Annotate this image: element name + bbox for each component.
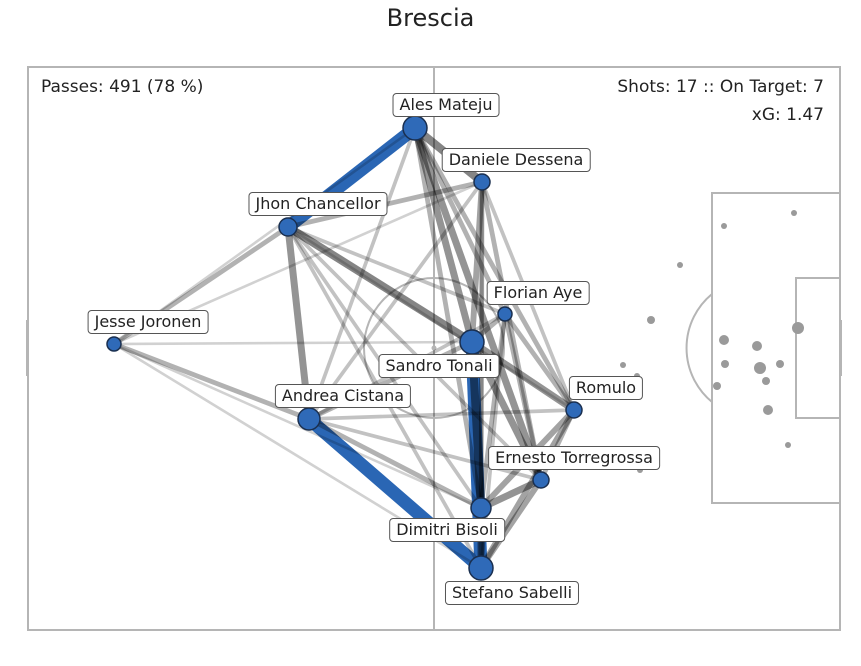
player-node [106,336,122,352]
shot-marker [785,442,791,448]
player-label: Jesse Joronen [87,310,209,334]
player-label: Daniele Dessena [441,148,591,172]
pass-edge [412,127,484,509]
shot-marker [763,405,773,415]
shot-marker [620,362,626,368]
player-label: Andrea Cistana [274,384,412,408]
pass-edge [478,313,508,509]
player-label: Dimitri Bisoli [389,518,505,542]
player-label: Jhon Chancellor [248,192,388,216]
pass-edge [113,126,416,346]
pass-edge [287,225,506,316]
pass-edge [113,342,482,510]
passes-stat: Passes: 491 (78 %) [41,77,204,97]
shot-marker [721,360,729,368]
shot-marker [647,316,655,324]
shot-marker [677,262,683,268]
player-node [470,497,492,519]
player-label: Ales Mateju [392,93,500,117]
shot-marker [791,210,797,216]
xg-stat: xG: 1.47 [751,105,824,125]
penalty-arc [685,293,713,403]
pass-edge [469,181,485,343]
pass-edge [287,225,575,412]
player-node [473,173,491,191]
pass-edge [307,180,484,421]
pass-edge [286,225,543,482]
shot-marker [776,360,784,368]
player-label: Romulo [568,376,644,400]
pass-edge [411,126,545,482]
pass-edge [412,126,577,412]
centre-circle [363,277,505,419]
pass-edge [304,414,486,573]
shot-marker [754,362,766,374]
player-node [468,555,494,581]
shot-marker [752,341,762,351]
shot-marker [719,335,729,345]
pass-edge [470,339,576,413]
shot-marker [762,377,770,385]
pass-edge [285,223,475,346]
pass-edge [478,478,544,570]
pass-edge [479,181,544,481]
player-node [497,306,513,322]
pass-edge [308,408,575,421]
pass-edge [503,312,576,412]
player-node [278,217,298,237]
shot-markers [620,210,804,473]
shot-marker [713,382,721,390]
pitch-markings [26,66,842,631]
shot-marker [721,223,727,229]
player-node [532,471,550,489]
player-label: Florian Aye [486,281,590,305]
player-node [459,329,485,355]
penalty-area [711,192,841,504]
centre-spot [431,345,437,351]
player-node [565,401,583,419]
six-yard-box [795,277,841,419]
chart-title: Brescia [386,4,475,32]
pass-edge [411,127,476,343]
pass-edge [113,340,473,346]
player-label: Sandro Tonali [378,354,500,378]
shots-stat: Shots: 17 :: On Target: 7 [617,77,824,97]
player-label: Ernesto Torregrossa [488,446,660,470]
player-node [402,115,428,141]
player-node [297,407,321,431]
shot-marker [792,322,804,334]
pass-edge [307,416,483,511]
pass-edge [307,127,417,420]
pass-edge [479,476,543,512]
player-label: Stefano Sabelli [444,581,580,605]
